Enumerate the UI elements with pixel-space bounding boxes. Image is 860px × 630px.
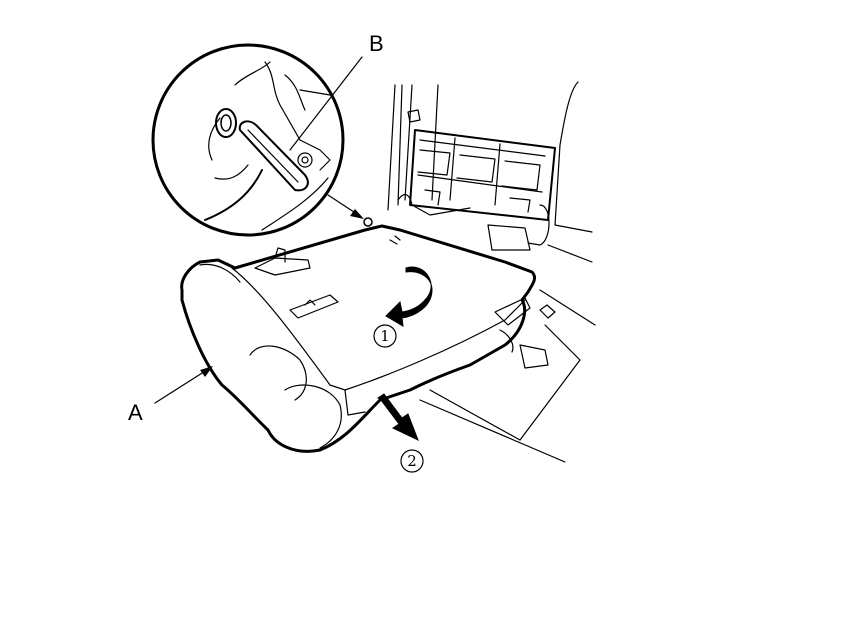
step-2-label: 2	[407, 452, 417, 470]
callout-a: A	[128, 366, 213, 425]
step-1-label: 1	[380, 327, 390, 345]
step-2-arrow	[377, 393, 419, 441]
detail-leader	[327, 194, 373, 227]
callout-b: B	[289, 31, 384, 151]
detail-magnifier	[151, 43, 345, 237]
step-2-marker: 2	[400, 449, 424, 473]
seat-back-frame	[387, 81, 596, 463]
seat-cushion	[180, 224, 536, 453]
pull-out-arrow-icon	[377, 393, 419, 441]
part-a-label: A	[128, 400, 143, 425]
step-1-arrow	[385, 266, 433, 327]
part-b-label: B	[369, 31, 384, 56]
curved-rotate-arrow-icon	[385, 266, 433, 327]
step-1-marker: 1	[373, 324, 397, 348]
